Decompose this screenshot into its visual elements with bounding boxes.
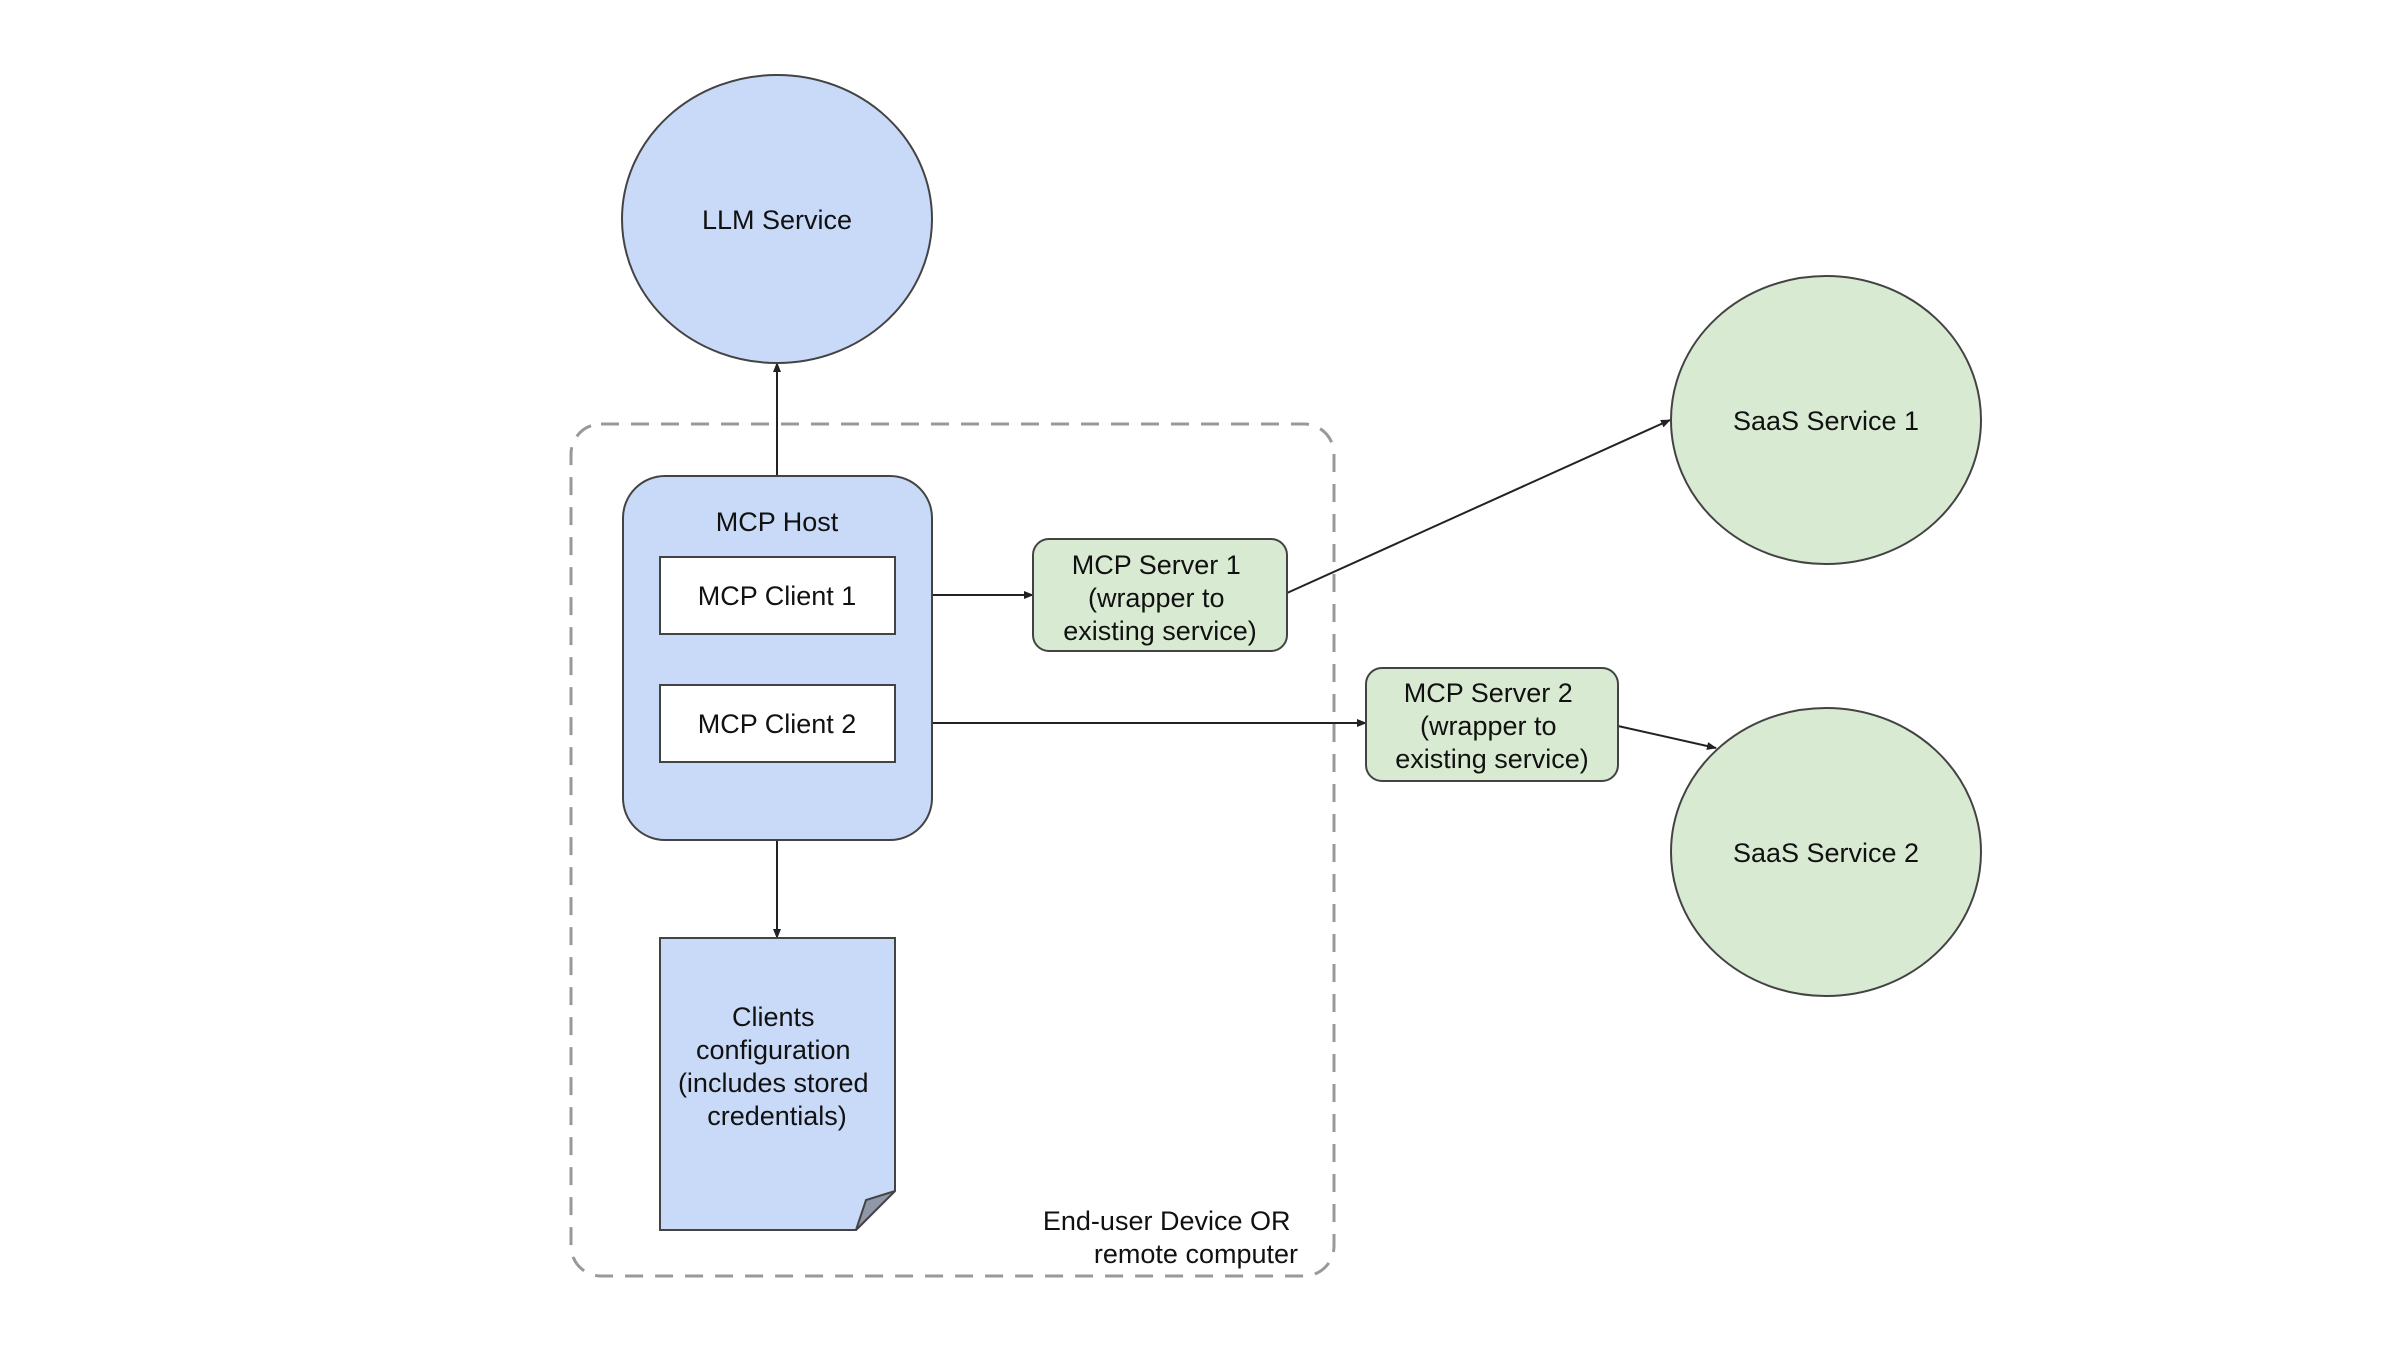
saas-service-1-label: SaaS Service 1 (1733, 406, 1919, 436)
clients-config-line: configuration (696, 1035, 851, 1065)
clients-config-line: Clients (732, 1002, 815, 1032)
clients-config-document: Clients configuration (includes stored c… (659, 937, 896, 1231)
mcp-server-1-line: (wrapper to (1088, 583, 1225, 613)
mcp-host-title: MCP Host (716, 507, 839, 537)
mcp-host-node: MCP Host MCP Client 1 MCP Client 2 (622, 475, 933, 841)
llm-service-label: LLM Service (702, 205, 852, 235)
mcp-server-2-label: MCP Server 2 (wrapper to existing servic… (1395, 678, 1589, 774)
mcp-server-2-node: MCP Server 2 (wrapper to existing servic… (1365, 667, 1619, 782)
folded-corner-icon (855, 1190, 896, 1231)
saas-service-1-node: SaaS Service 1 (1670, 275, 1982, 565)
saas-service-2-node: SaaS Service 2 (1670, 707, 1982, 997)
mcp-server-2-line: MCP Server 2 (1404, 678, 1573, 708)
mcp-server-1-line: MCP Server 1 (1072, 550, 1241, 580)
clients-config-line: credentials) (707, 1101, 847, 1131)
mcp-client-1-box (659, 556, 896, 635)
mcp-client-2-box (659, 684, 896, 763)
mcp-server-2-line: existing service) (1395, 744, 1589, 774)
device-boundary: End-user Device OR remote computer (569, 422, 1336, 1278)
mcp-server-1-line: existing service) (1063, 616, 1257, 646)
clients-config-line: (includes stored (678, 1068, 869, 1098)
clients-config-label: Clients configuration (includes stored c… (678, 1002, 876, 1131)
saas-service-2-label: SaaS Service 2 (1733, 838, 1919, 868)
boundary-label: End-user Device OR remote computer (1043, 1206, 1298, 1269)
mcp-server-2-line: (wrapper to (1420, 711, 1557, 741)
mcp-client-2-label: MCP Client 2 (698, 709, 857, 739)
mcp-server-1-label: MCP Server 1 (wrapper to existing servic… (1063, 550, 1257, 646)
llm-service-node: LLM Service (621, 74, 933, 364)
mcp-client-1-label: MCP Client 1 (698, 581, 857, 611)
boundary-label-line: End-user Device OR (1043, 1206, 1291, 1236)
arrow-server2-to-saas2 (1617, 725, 1717, 750)
mcp-server-1-node: MCP Server 1 (wrapper to existing servic… (1032, 538, 1288, 652)
arrow-server1-to-saas1 (1286, 419, 1671, 594)
boundary-label-line: remote computer (1094, 1239, 1298, 1269)
